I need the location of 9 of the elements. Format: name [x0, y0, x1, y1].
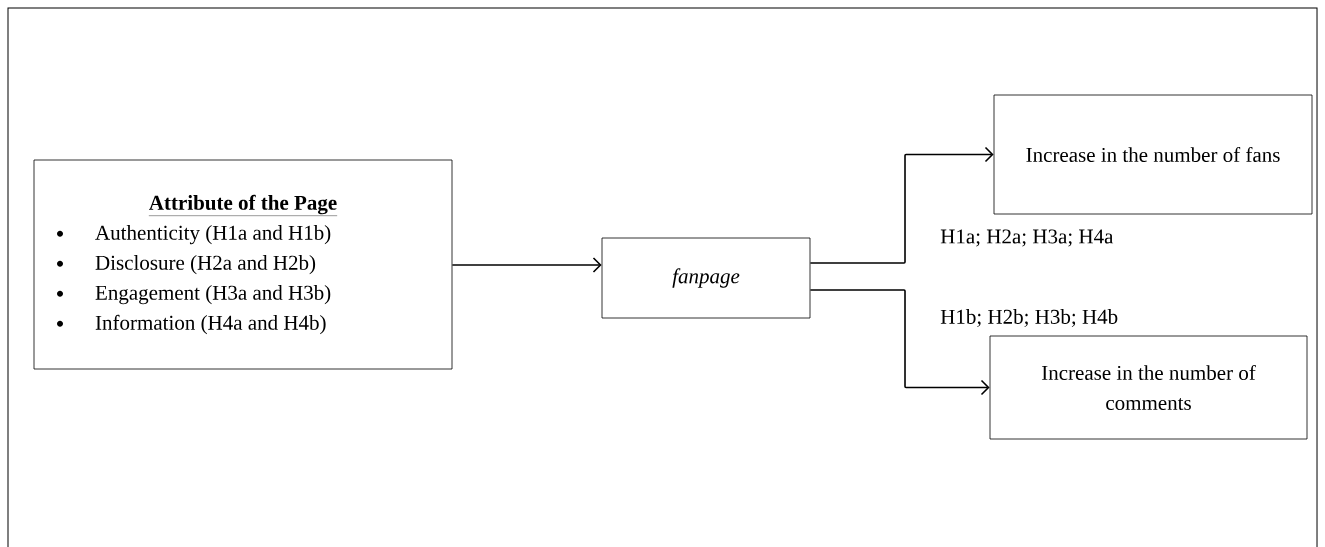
outcome-box: Increase in the number of comments — [989, 335, 1308, 440]
connector-arrow — [451, 257, 602, 273]
edge-label: H1b; H2b; H3b; H4b — [938, 307, 1121, 329]
process-box: fanpage — [601, 237, 811, 319]
attribute-list-box: Attribute of the Page Authenticity (H1a and H1b) Disclosure (H2a and H2b) Engagement (H3a and H3b) Information (H4a and H4b) — [33, 159, 453, 370]
connector-arrow — [809, 289, 990, 396]
connector-arrow — [809, 146, 994, 264]
edge-label: H1a; H2a; H3a; H4a — [938, 227, 1116, 249]
outcome-box: Increase in the number of fans — [993, 94, 1313, 215]
